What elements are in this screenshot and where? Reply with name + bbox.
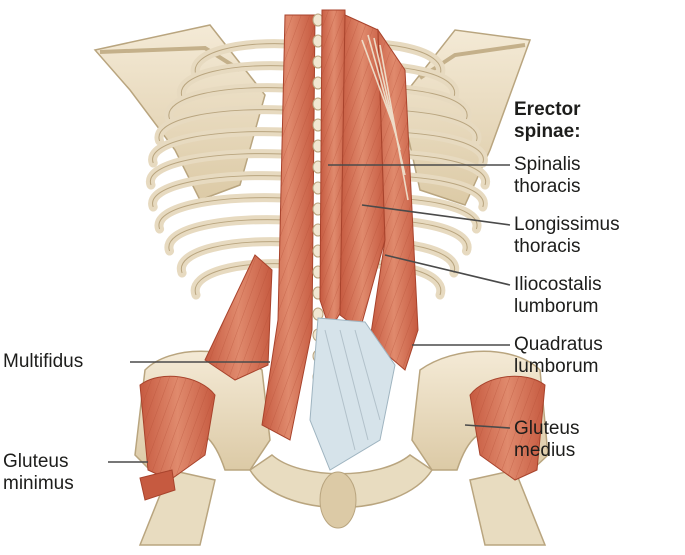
rib-outline-left <box>168 219 304 252</box>
label-multifidus: Multifidus <box>3 351 83 373</box>
rib-outline-left <box>194 43 304 76</box>
label-quadratus-lumborum: Quadratus lumborum <box>514 334 603 378</box>
label-line-1: Gluteus <box>3 451 69 472</box>
gluteus-minimus <box>139 469 176 501</box>
rib-outline-left <box>158 109 304 142</box>
leader-longissimus <box>361 204 511 226</box>
label-line-2: thoracis <box>514 176 581 197</box>
multifidus <box>261 14 316 441</box>
rib-outline-left <box>180 241 304 274</box>
erector-spinae-heading: Erector spinae: <box>514 99 581 143</box>
label-line-1: Quadratus <box>514 334 603 355</box>
rib-outline-left <box>149 153 304 186</box>
label-iliocostalis-lumborum: Iliocostalis lumborum <box>514 274 602 318</box>
label-line-2: thoracis <box>514 236 581 257</box>
thoracolumbar-fascia <box>309 317 396 471</box>
label-spinalis-thoracis: Spinalis thoracis <box>514 154 581 198</box>
label-line-1: Multifidus <box>3 351 84 372</box>
label-line-1: Spinalis <box>514 154 581 175</box>
label-line-1: Longissimus <box>514 214 620 235</box>
label-longissimus-thoracis: Longissimus thoracis <box>514 214 620 258</box>
longissimus-thoracis <box>339 14 386 331</box>
iliocostalis-lumborum <box>361 28 419 371</box>
label-line-2: lumborum <box>514 356 599 377</box>
label-line-2: medius <box>514 440 576 461</box>
heading-line-1: Erector <box>514 99 581 120</box>
label-line-1: Iliocostalis <box>514 274 602 295</box>
gluteus-medius-left <box>139 375 216 481</box>
label-line-2: minimus <box>3 473 74 494</box>
quadratus-lumborum-left <box>204 254 273 381</box>
leader-gluteus-medius <box>464 424 511 429</box>
rib-outline-left <box>152 175 304 208</box>
leader-lines <box>108 164 511 463</box>
heading-line-2: spinae: <box>514 121 581 142</box>
rib-outline-left <box>168 87 304 120</box>
label-gluteus-medius: Gluteus medius <box>514 418 579 462</box>
label-gluteus-minimus: Gluteus minimus <box>3 451 74 495</box>
leader-iliocostalis <box>384 254 511 286</box>
label-line-1: Gluteus <box>514 418 580 439</box>
label-line-2: lumborum <box>514 296 599 317</box>
rib-outline-left <box>180 65 304 98</box>
rib-outline-left <box>152 131 304 164</box>
rib-outline-left <box>158 197 304 230</box>
